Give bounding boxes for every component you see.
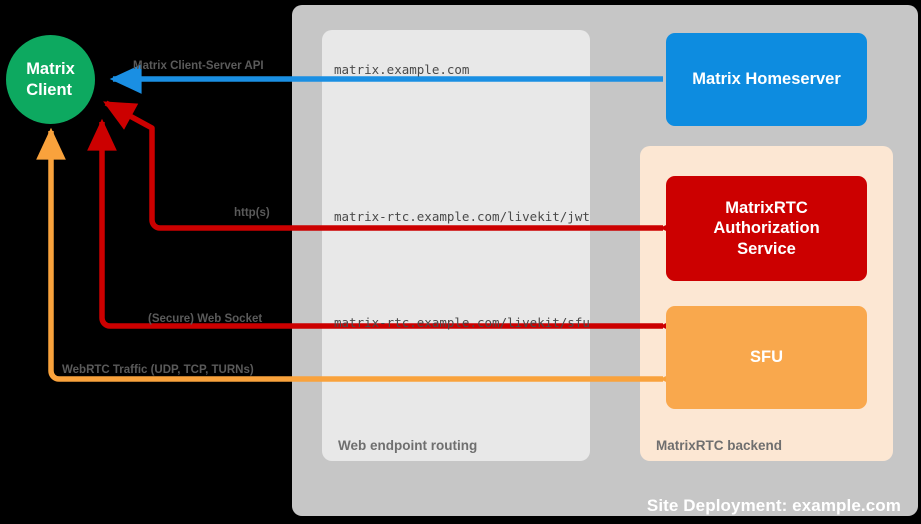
matrix-client-label: Matrix Client [26,60,75,99]
endpoint-label-sfu: matrix-rtc.example.com/livekit/sfu [334,315,590,330]
edge-label-matrix-client-server-api: Matrix Client-Server API [133,60,264,72]
sfu-label: SFU [750,348,783,367]
node-matrix-client[interactable]: Matrix Client [6,35,95,124]
matrixrtc-backend-label: MatrixRTC backend [656,438,783,453]
site-deployment-label: Site Deployment: example.com [646,496,901,515]
connector-webrtc-traffic [36,127,692,394]
authorization-service-label: MatrixRTC Authorization Service [713,199,820,258]
edge-label-webrtc-traffic: WebRTC Traffic (UDP, TCP, TURNs) [62,364,254,376]
endpoint-label-jwt: matrix-rtc.example.com/livekit/jwt [334,209,590,224]
web-endpoint-routing-label: Web endpoint routing [338,438,478,453]
matrix-homeserver-label: Matrix Homeserver [692,70,841,89]
node-sfu[interactable]: SFU [666,306,867,409]
node-matrix-homeserver[interactable]: Matrix Homeserver [666,33,867,126]
endpoint-label-matrix-homeserver: matrix.example.com [334,62,470,77]
edge-label-https: http(s) [234,207,270,219]
node-authorization-service[interactable]: MatrixRTC Authorization Service [666,176,867,281]
edge-label-secure-web-socket: (Secure) Web Socket [148,313,263,325]
